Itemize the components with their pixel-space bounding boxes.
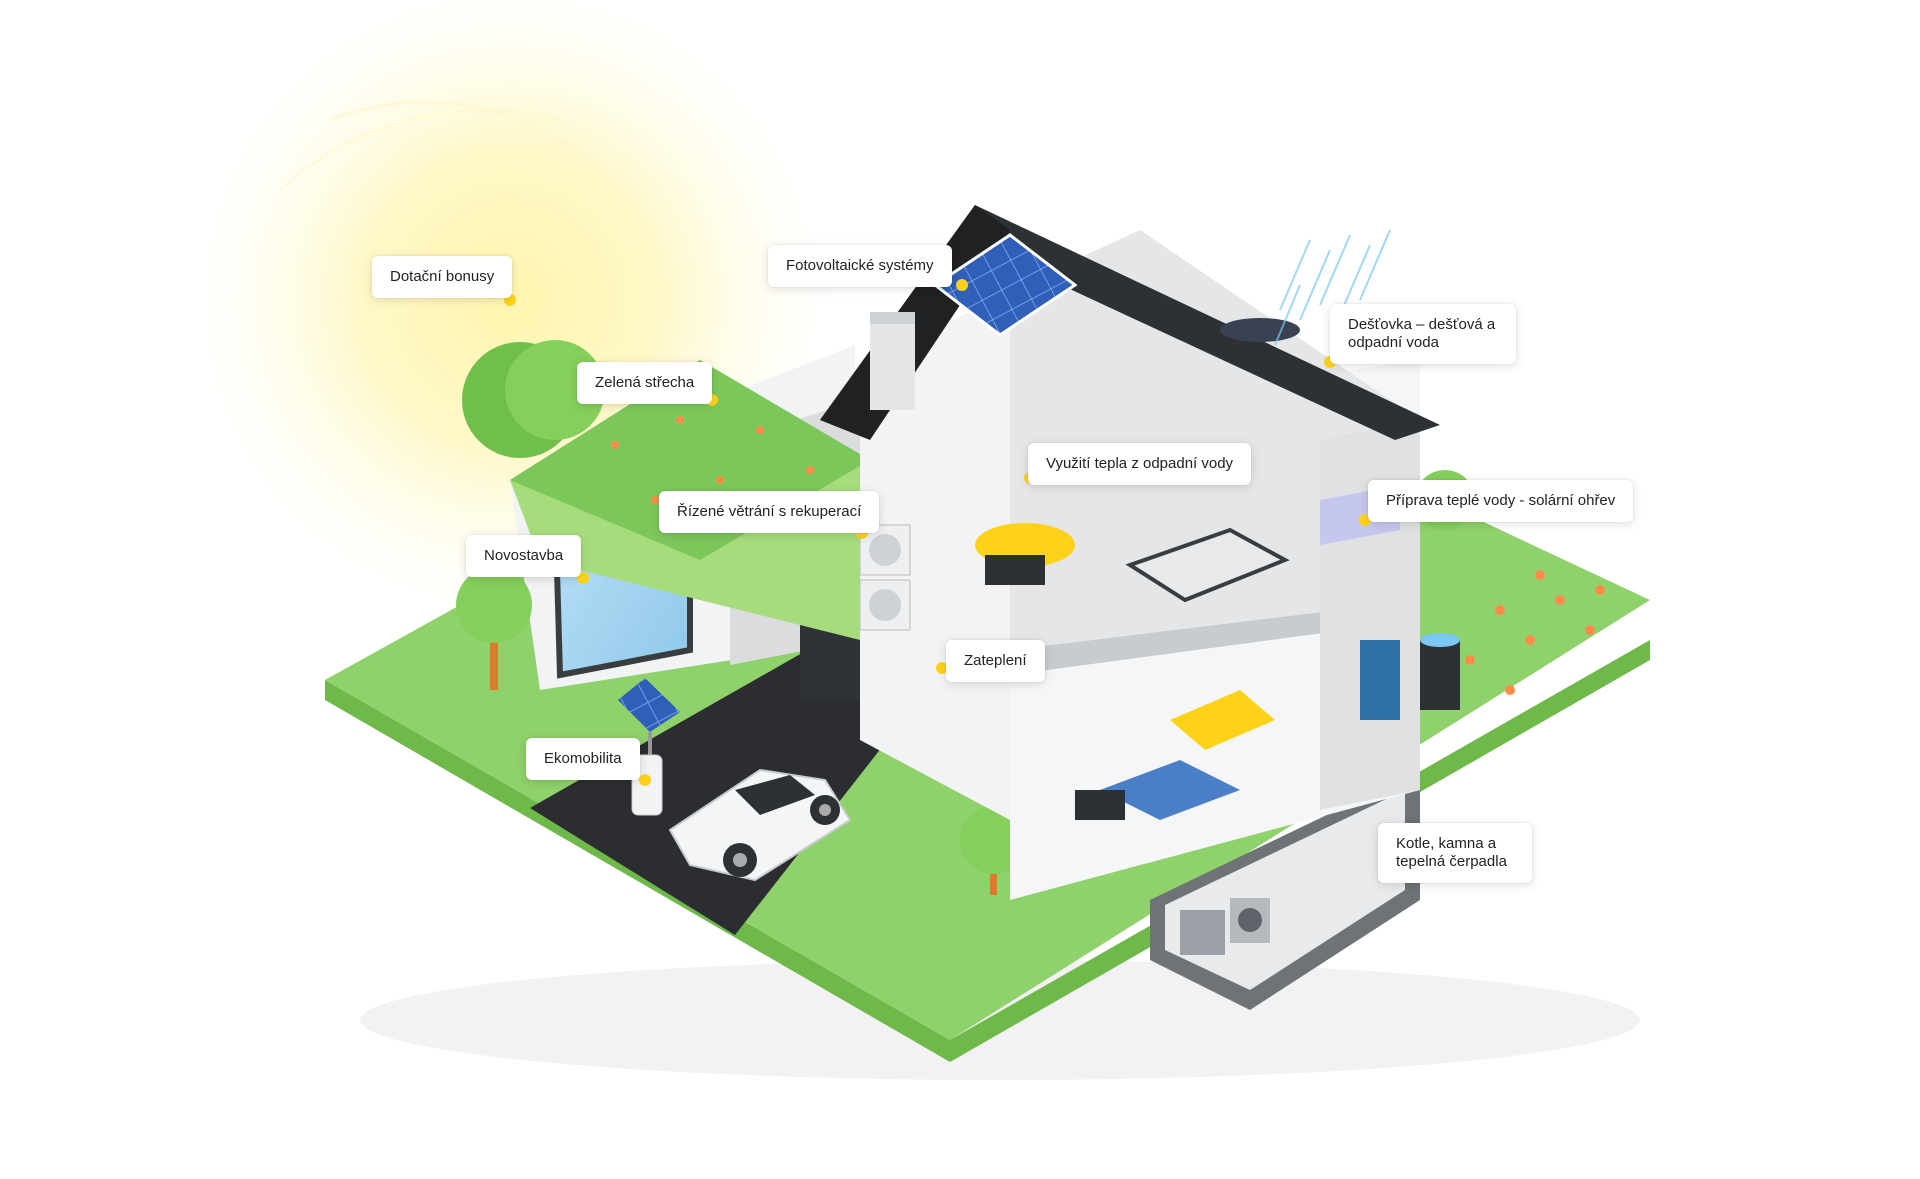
hotspot-zelena-strecha[interactable]: Zelená střecha	[577, 362, 713, 404]
hotspot-novostavba[interactable]: Novostavba	[466, 535, 582, 577]
house	[820, 205, 1440, 900]
hotspot-priprava-teple-vody[interactable]: Příprava teplé vody - solární ohřev	[1368, 480, 1634, 522]
hotspot-kotle-kamna[interactable]: Kotle, kamna a tepelná čerpadla	[1378, 823, 1532, 883]
hotspot-rizene-vetrani[interactable]: Řízené větrání s rekuperací	[659, 491, 880, 533]
hotspot-ekomobilita[interactable]: Ekomobilita	[526, 738, 640, 780]
garden-flowers	[1465, 570, 1605, 695]
hotspot-zatepleni[interactable]: Zateplení	[946, 640, 1045, 682]
rain	[1274, 229, 1391, 346]
electric-car	[668, 768, 852, 882]
hotspot-fotovoltaicke-systemy[interactable]: Fotovoltaické systémy	[768, 245, 952, 287]
hotspot-destovka[interactable]: Dešťovka – dešťová a odpadní voda	[1330, 304, 1516, 364]
roof	[820, 205, 1440, 440]
tree-small-left	[456, 567, 532, 690]
rain-barrel	[1420, 633, 1460, 710]
basement	[1150, 770, 1420, 1010]
hotspot-dotacni-bonusy[interactable]: Dotační bonusy	[372, 256, 513, 298]
solar-panels	[932, 233, 1078, 337]
hotspot-vyuziti-tepla[interactable]: Využití tepla z odpadní vody	[1028, 443, 1252, 485]
grass-platform-side	[325, 640, 1650, 1062]
tree-large	[462, 340, 605, 458]
